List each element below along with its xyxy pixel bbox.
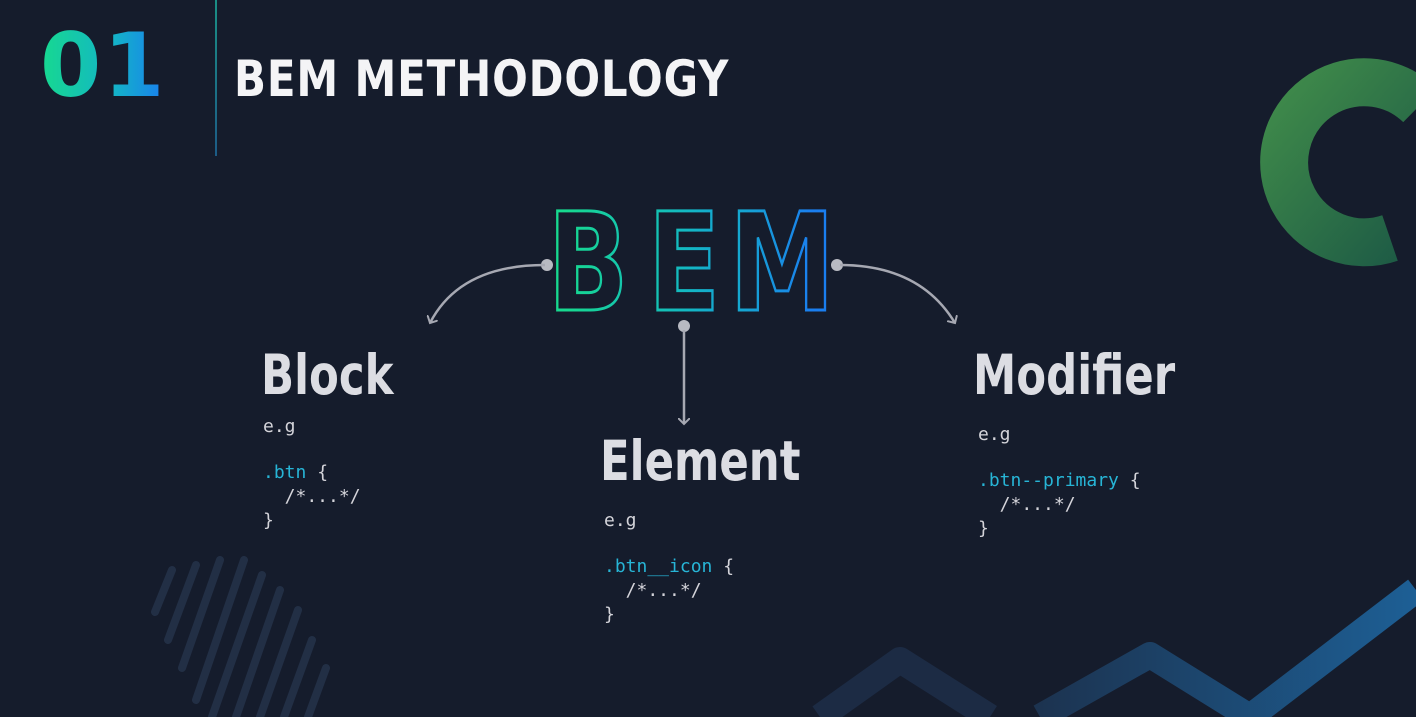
zigzag-decoration-right [1033,579,1416,717]
arrow-dot-block [541,259,553,271]
title-divider [215,0,217,156]
zigzag-decoration [812,647,997,717]
block-comment: /*...*/ [263,486,361,507]
modifier-code: .btn--primary { /*...*/ } [978,469,1141,541]
element-section: Element [600,434,854,489]
block-close-brace: } [263,510,274,531]
block-selector: .btn [263,462,307,483]
element-label: Element [600,429,801,493]
modifier-open-brace: { [1118,470,1141,491]
modifier-example: e.g .btn--primary { /*...*/ } [978,424,1141,541]
block-open-brace: { [306,462,329,483]
element-example: e.g .btn__icon { /*...*/ } [604,510,734,627]
bem-letter-b: B [548,184,629,342]
element-open-brace: { [712,556,735,577]
arrow-to-block [430,263,546,323]
block-example: e.g .btn { /*...*/ } [263,416,361,533]
stripes-decoration [151,556,330,717]
modifier-comment: /*...*/ [978,494,1076,515]
block-section: Block [261,348,429,403]
modifier-selector: .btn--primary [978,470,1119,491]
arrow-dot-modifier [831,259,843,271]
element-code: .btn__icon { /*...*/ } [604,555,734,627]
ring-decoration [1260,58,1416,267]
modifier-close-brace: } [978,518,989,539]
arrow-dot-element [678,320,690,332]
slide-number: 01 [40,14,167,117]
slide-title: BEM METHODOLOGY [234,50,730,108]
element-close-brace: } [604,604,615,625]
element-selector: .btn__icon [604,556,713,577]
element-eg-label: e.g [604,510,637,531]
modifier-eg-label: e.g [978,424,1011,445]
block-eg-label: e.g [263,416,296,437]
element-comment: /*...*/ [604,580,702,601]
block-code: .btn { /*...*/ } [263,461,361,533]
modifier-section: Modifier [973,348,1229,403]
bem-letter-m: M [729,184,835,342]
arrow-to-modifier [839,263,955,323]
bem-letter-e: E [648,184,720,342]
block-label: Block [261,343,394,407]
modifier-label: Modifier [973,343,1176,407]
